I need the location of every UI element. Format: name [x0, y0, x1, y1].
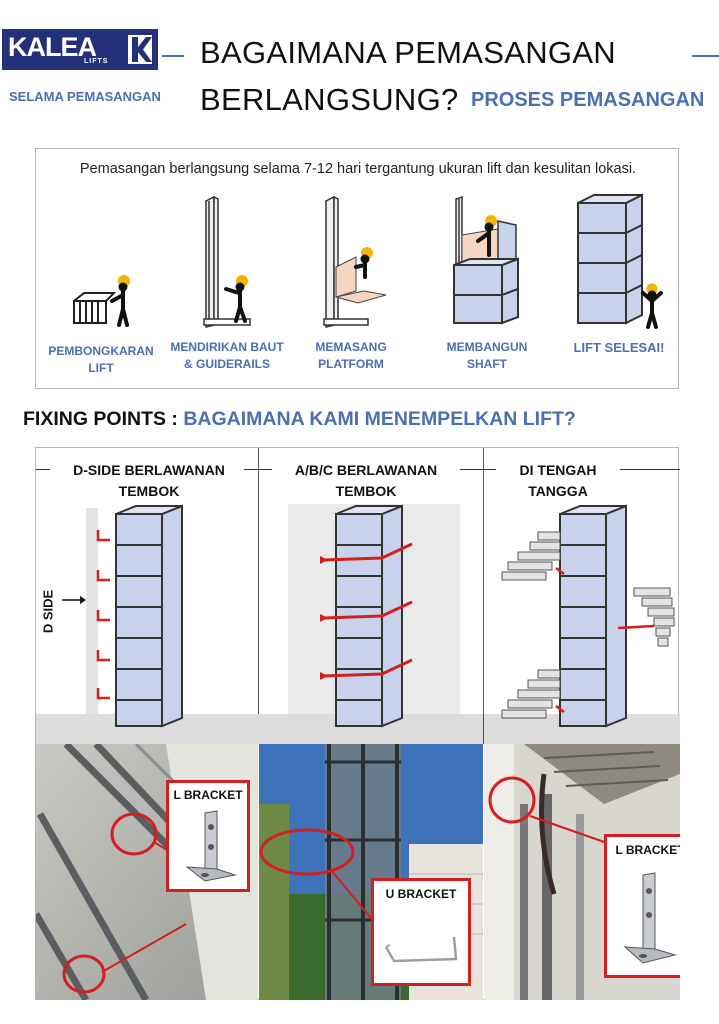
step-label-unboxing: PEMBONGKARAN LIFT	[48, 344, 154, 375]
l-bracket-icon	[185, 810, 237, 882]
abc-installation-photo: U BRACKET	[259, 744, 483, 1000]
section-subtitle: SELAMA PEMASANGAN	[9, 89, 161, 104]
kalea-logo: KALEA LIFTS	[2, 29, 158, 70]
fixing-points-panel: D-SIDE BERLAWANAN TEMBOK A/B/C BERLAWANA…	[32, 447, 680, 1000]
dside-wall-diagram	[36, 504, 258, 744]
step-label-guiderails: MENDIRIKAN BAUT & GUIDERAILS	[170, 340, 284, 371]
dside-label-wrap: D SIDE	[32, 582, 62, 642]
column-divider	[258, 448, 259, 744]
column-header-dside: D-SIDE BERLAWANAN TEMBOK	[73, 462, 225, 499]
platform-icon	[323, 195, 387, 328]
l-bracket-callout-1: L BRACKET	[166, 780, 250, 892]
guiderail-icon	[203, 195, 251, 328]
step-label-shaft: MEMBANGUN SHAFT	[446, 340, 528, 371]
shaft-icon	[453, 195, 519, 325]
dside-label: D SIDE	[40, 589, 56, 634]
column-divider	[483, 448, 484, 744]
column-header-stairs: DI TENGAH TANGGA	[519, 462, 597, 499]
u-bracket-icon	[384, 936, 458, 963]
header-divider-right	[692, 55, 719, 57]
header-divider-left	[162, 55, 184, 57]
step-label-finished: LIFT SELESAI!	[573, 340, 665, 355]
page-title-line1: BAGAIMANA PEMASANGAN	[200, 35, 616, 70]
unboxing-icon	[73, 275, 130, 327]
abc-wall-diagram	[258, 504, 483, 744]
process-duration-note: Pemasangan berlangsung selama 7-12 hari …	[79, 161, 637, 177]
dside-installation-photo: L BRACKET	[36, 744, 258, 1000]
page-title-line2: BERLANGSUNG?	[200, 82, 459, 117]
logo-subtext: LIFTS	[84, 58, 109, 65]
logo-k-icon	[128, 35, 152, 64]
fixing-points-title: FIXING POINTS : BAGAIMANA KAMI MENEMPELK…	[23, 408, 576, 430]
stairs-diagram	[484, 504, 680, 744]
l-bracket-callout-2: L BRACKET	[604, 834, 680, 978]
stairs-installation-photo: L BRACKET	[484, 744, 680, 1000]
l-bracket-icon-2	[623, 872, 677, 964]
finished-lift-icon	[577, 193, 663, 329]
u-bracket-callout: U BRACKET	[371, 878, 471, 986]
column-header-abc: A/B/C BERLAWANAN TEMBOK	[294, 462, 438, 499]
logo-text: KALEA	[8, 32, 97, 62]
installation-process-panel: Pemasangan berlangsung selama 7-12 hari …	[35, 148, 679, 389]
page-title-tag: PROSES PEMASANGAN	[471, 89, 705, 111]
step-label-platform: MEMASANG PLATFORM	[315, 340, 387, 371]
